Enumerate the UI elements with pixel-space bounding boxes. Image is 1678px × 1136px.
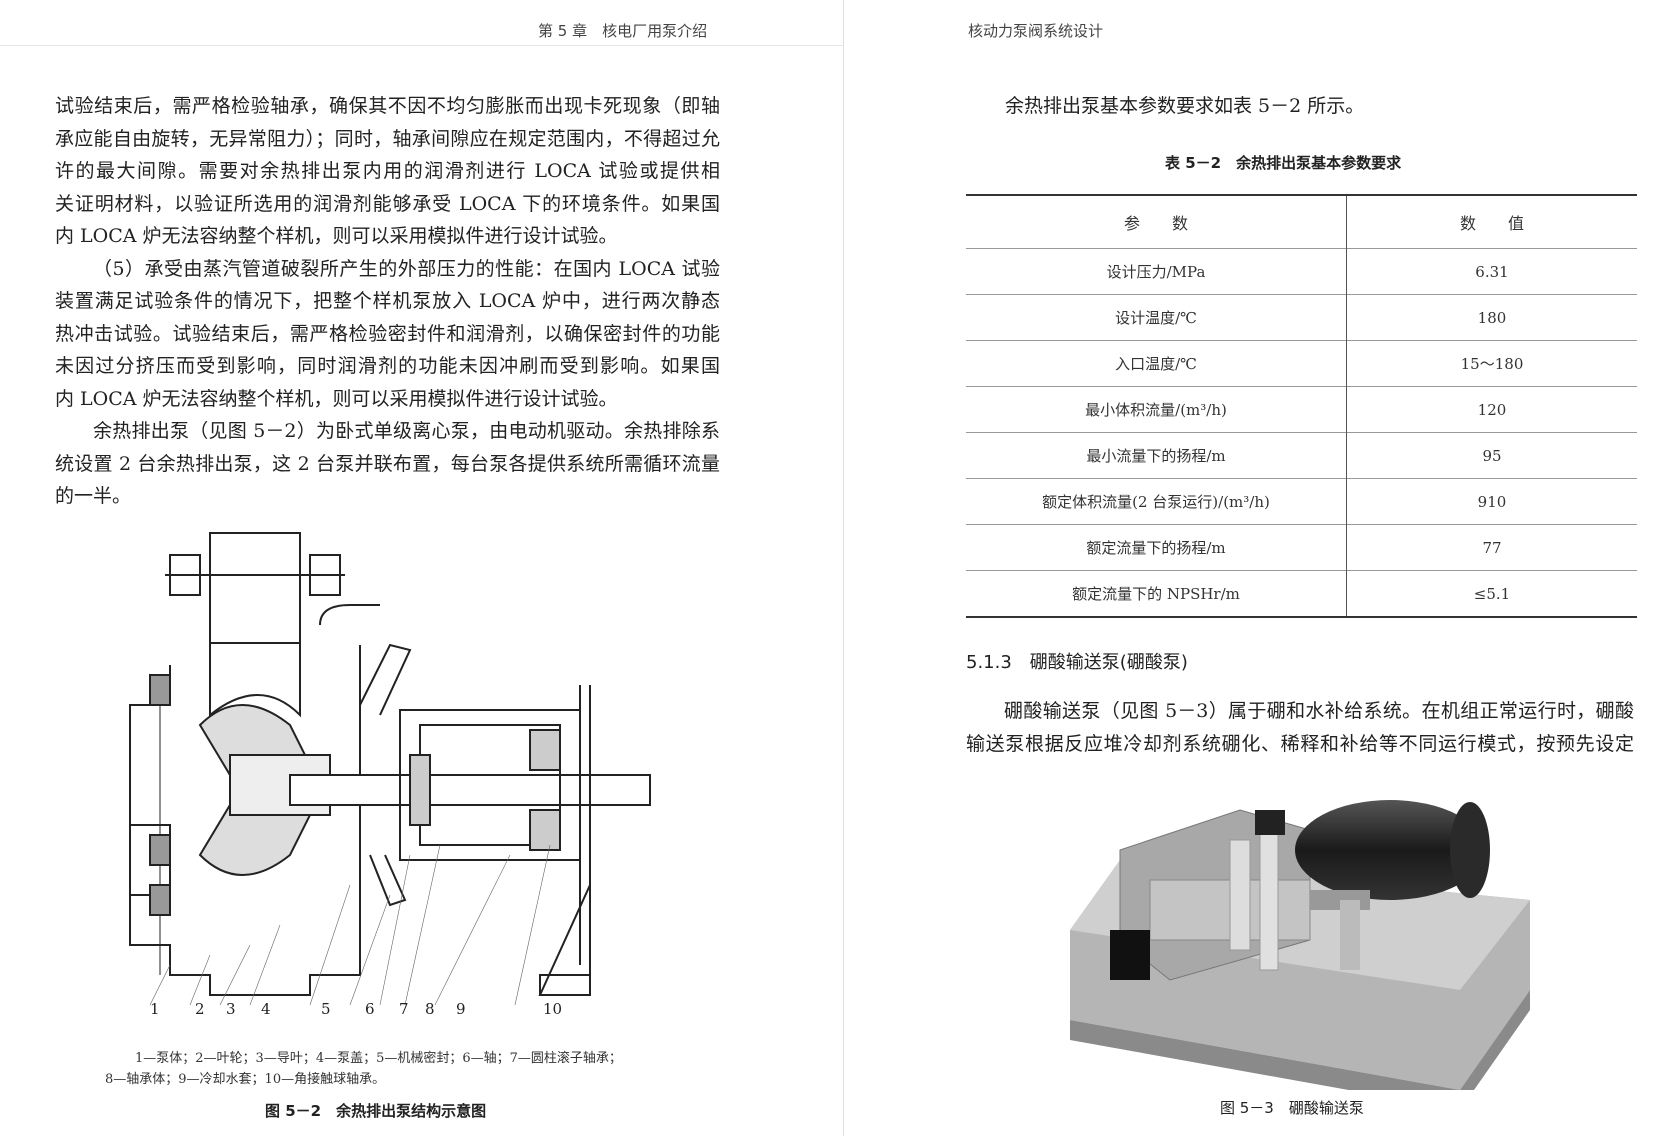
param-cell: 入口温度/℃ xyxy=(966,340,1347,387)
text-line: 统设置 2 台余热排出泵，这 2 台泵并联布置，每台泵各提供系统所需循环流量 xyxy=(55,452,720,475)
boric-acid-pump-photo xyxy=(1070,800,1530,1090)
value-cell: 180 xyxy=(1346,294,1637,341)
figure-legend: 1—泵体；2—叶轮；3—导叶；4—泵盖；5—机械密封；6—轴；7—圆柱滚子轴承；… xyxy=(105,1048,705,1090)
param-cell: 额定流量下的 NPSHr/m xyxy=(966,570,1347,616)
text-line: 关证明材料，以验证所选用的润滑剂能够承受 LOCA 下的环境条件。如果国 xyxy=(55,192,720,215)
table-header-row: 参 数 数 值 xyxy=(966,196,1637,249)
text-line: 试验结束后，需严格检验轴承，确保其不因不均匀膨胀而出现卡死现象（即轴 xyxy=(55,95,720,117)
param-cell: 设计压力/MPa xyxy=(966,248,1347,295)
section-heading: 5.1.3 硼酸输送泵(硼酸泵) xyxy=(966,652,1188,673)
param-cell: 最小体积流量/(m³/h) xyxy=(966,386,1347,433)
value-cell: 95 xyxy=(1346,432,1637,479)
part-number: 3 xyxy=(226,1000,236,1018)
figure-caption-5-2: 图 5－2 余热排出泵结构示意图 xyxy=(265,1102,487,1120)
text-line: 内 LOCA 炉无法容纳整个样机，则可以采用模拟件进行设计试验。 xyxy=(55,387,618,410)
value-cell: 6.31 xyxy=(1346,248,1637,295)
table-row: 额定流量下的 NPSHr/m≤5.1 xyxy=(966,570,1637,616)
text-line: 的一半。 xyxy=(55,485,132,507)
right-paragraph: 硼酸输送泵（见图 5－3）属于硼和水补给系统。在机组正常运行时，硼酸 输送泵根据… xyxy=(966,695,1634,760)
param-cell: 设计温度/℃ xyxy=(966,294,1347,341)
text-line: 装置满足试验条件的情况下，把整个样机泵放入 LOCA 炉中，进行两次静态 xyxy=(55,290,720,312)
table-caption: 表 5－2 余热排出泵基本参数要求 xyxy=(1165,154,1402,172)
part-number: 7 xyxy=(399,1000,409,1018)
value-cell: 77 xyxy=(1346,524,1637,571)
left-running-header: 第 5 章 核电厂用泵介绍 xyxy=(538,22,708,40)
param-cell: 额定流量下的扬程/m xyxy=(966,524,1347,571)
text-line: （5）承受由蒸汽管道破裂所产生的外部压力的性能：在国内 LOCA 试验 xyxy=(93,257,720,280)
part-number: 4 xyxy=(261,1000,271,1018)
part-number: 5 xyxy=(321,1000,331,1018)
right-running-header: 核动力泵阀系统设计 xyxy=(968,22,1104,40)
text-line: 许的最大间隙。需要对余热排出泵内用的润滑剂进行 LOCA 试验或提供相 xyxy=(55,160,720,182)
param-cell: 额定体积流量(2 台泵运行)/(m³/h) xyxy=(966,478,1347,525)
text-line: 余热排出泵（见图 5－2）为卧式单级离心泵，由电动机驱动。余热排除系 xyxy=(93,420,720,442)
text-line: 硼酸输送泵（见图 5－3）属于硼和水补给系统。在机组正常运行时，硼酸 xyxy=(1004,700,1634,722)
legend-line: 8—轴承体；9—冷却水套；10—角接触球轴承。 xyxy=(105,1072,386,1087)
page-gutter xyxy=(843,0,844,1136)
value-cell: ≤5.1 xyxy=(1346,570,1637,616)
figure-caption-5-3: 图 5－3 硼酸输送泵 xyxy=(1220,1099,1364,1117)
table-intro: 余热排出泵基本参数要求如表 5－2 所示。 xyxy=(1005,95,1365,117)
value-cell: 15～180 xyxy=(1346,340,1637,387)
param-cell: 最小流量下的扬程/m xyxy=(966,432,1347,479)
text-line: 承应能自由旋转，无异常阻力）；同时，轴承间隙应在规定范围内，不得超过允 xyxy=(55,127,720,150)
header-rule xyxy=(0,45,843,46)
part-number: 2 xyxy=(195,1000,205,1018)
value-cell: 910 xyxy=(1346,478,1637,525)
part-number: 6 xyxy=(365,1000,375,1018)
column-header: 数 值 xyxy=(1459,214,1524,233)
text-line: 输送泵根据反应堆冷却剂系统硼化、稀释和补给等不同运行模式，按预先设定 xyxy=(966,732,1634,755)
column-header: 参 数 xyxy=(966,196,1347,249)
pump-cross-section-drawing xyxy=(129,532,651,1006)
table-row: 额定体积流量(2 台泵运行)/(m³/h)910 xyxy=(966,478,1637,525)
part-number: 9 xyxy=(456,1000,466,1018)
part-number: 10 xyxy=(543,1000,563,1018)
value-cell: 120 xyxy=(1346,386,1637,433)
part-number: 1 xyxy=(150,1000,160,1018)
legend-line: 1—泵体；2—叶轮；3—导叶；4—泵盖；5—机械密封；6—轴；7—圆柱滚子轴承； xyxy=(135,1051,622,1066)
table-row: 最小体积流量/(m³/h)120 xyxy=(966,386,1637,433)
text-line: 未因过分挤压而受到影响，同时润滑剂的功能未因冲刷而受到影响。如果国 xyxy=(55,355,720,377)
part-number: 8 xyxy=(425,1000,435,1018)
left-paragraph-1: 试验结束后，需严格检验轴承，确保其不因不均匀膨胀而出现卡死现象（即轴 承应能自由… xyxy=(55,90,720,513)
text-line: 内 LOCA 炉无法容纳整个样机，则可以采用模拟件进行设计试验。 xyxy=(55,225,618,247)
text-line: 热冲击试验。试验结束后，需严格检验密封件和润滑剂，以确保密封件的功能 xyxy=(55,322,720,345)
